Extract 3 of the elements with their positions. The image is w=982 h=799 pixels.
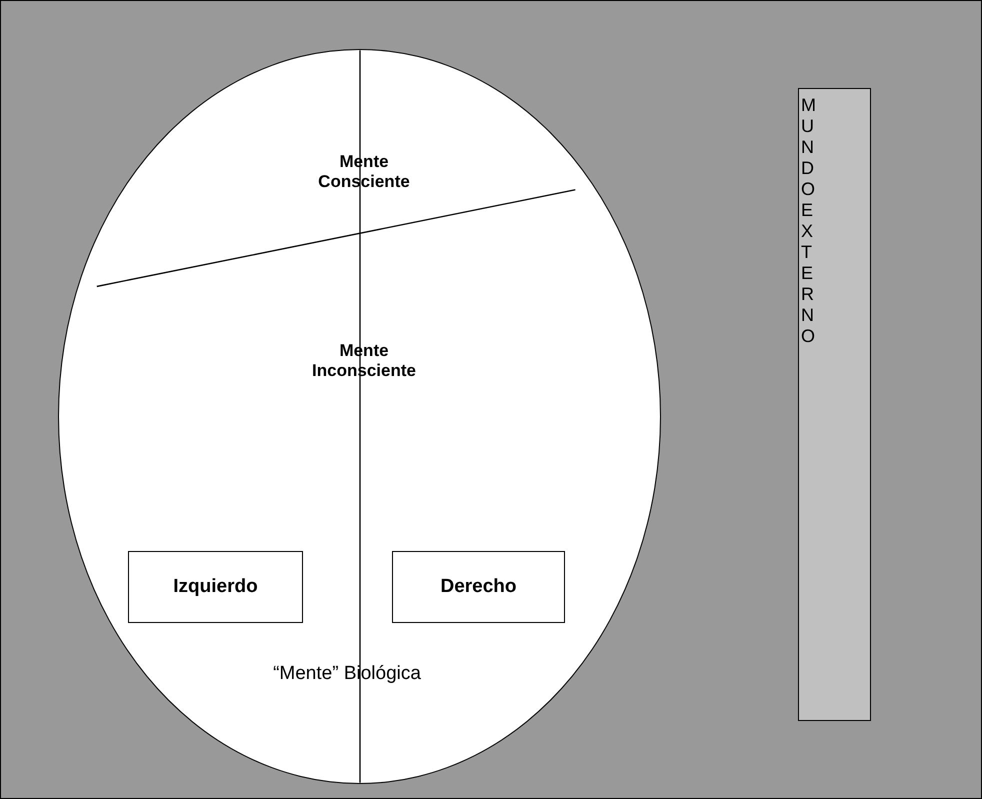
hemisphere-box: Izquierdo [128, 551, 303, 623]
hemisphere-box: Derecho [392, 551, 565, 623]
vertical-panel [798, 88, 871, 721]
